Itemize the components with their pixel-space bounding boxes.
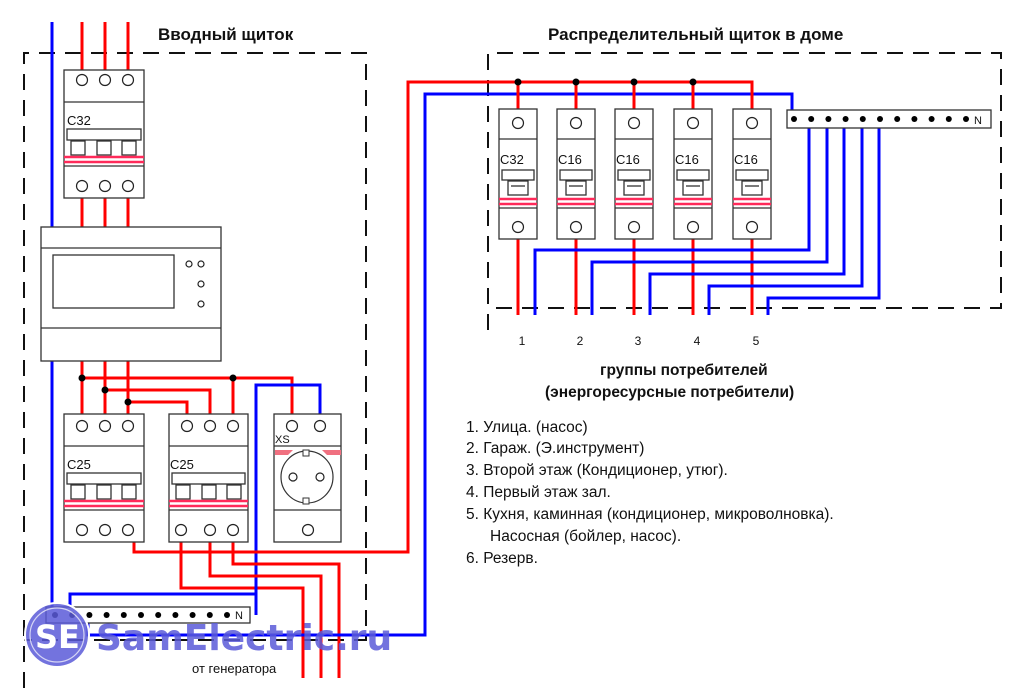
distribution-breaker-4[interactable]: C16	[673, 108, 713, 240]
distribution-breaker-rating: C16	[558, 152, 582, 167]
main-breaker-rating: C32	[67, 113, 91, 128]
bus-terminal	[791, 116, 797, 122]
bus-terminal	[86, 612, 93, 618]
consumer-item: 6. Резерв.	[466, 550, 538, 567]
watermark-logo-icon	[24, 602, 90, 668]
group-number: 2	[577, 334, 584, 348]
distribution-neutral-bus-label: N	[974, 115, 982, 127]
bus-terminal	[825, 116, 832, 122]
bus-terminal	[963, 116, 969, 122]
distribution-breaker-3[interactable]: C16	[614, 108, 654, 240]
distribution-junctions	[514, 78, 697, 86]
bus-terminal	[172, 612, 179, 618]
distribution-breaker-2[interactable]: C16	[556, 108, 596, 240]
group-number: 3	[635, 334, 642, 348]
group-number: 1	[519, 334, 526, 348]
consumers-heading-1: группы потребителей	[600, 362, 768, 379]
distribution-breaker-5[interactable]: C16	[732, 108, 772, 240]
bus-terminal	[189, 612, 196, 618]
bus-terminal	[928, 116, 935, 122]
group-number: 4	[694, 334, 701, 348]
bus-terminal	[945, 116, 952, 122]
distribution-breaker-rating: C16	[675, 152, 699, 167]
distribution-neutral-bus: N	[786, 109, 992, 129]
bus-terminal	[894, 116, 901, 122]
distribution-breaker-rating: C16	[616, 152, 640, 167]
energy-meter	[40, 226, 222, 362]
bus-terminal	[877, 116, 883, 122]
main-breaker-c32[interactable]: C32	[63, 69, 145, 199]
input-neutral-bus-label: N	[235, 610, 243, 622]
breaker-c25-2-rating: C25	[170, 457, 194, 472]
breaker-c25-1-rating: C25	[67, 457, 91, 472]
consumer-item: 2. Гараж. (Э.инструмент)	[466, 440, 644, 457]
bus-terminal	[808, 116, 815, 122]
bus-terminal	[911, 116, 918, 122]
bus-terminal	[138, 612, 144, 618]
consumer-item: 1. Улица. (насос)	[466, 419, 588, 436]
distribution-breaker-rating: C32	[500, 152, 524, 167]
input-panel-enclosure	[23, 52, 367, 688]
generator-wire-2	[208, 540, 323, 678]
generator-wire-1	[179, 540, 305, 678]
distribution-wiring	[516, 80, 881, 315]
din-socket-xs[interactable]: XS	[273, 413, 342, 543]
bus-terminal	[224, 612, 230, 618]
group-numbers: 1 2 3 4 5	[519, 334, 760, 348]
bus-terminal	[842, 116, 849, 122]
meter-display	[52, 254, 175, 309]
consumer-item: 5. Кухня, каминная (кондиционер, микрово…	[466, 506, 834, 523]
distribution-panel-enclosure	[487, 52, 1002, 330]
consumer-item: 4. Первый этаж зал.	[466, 484, 611, 501]
bus-terminal	[103, 612, 110, 618]
group-number: 5	[753, 334, 760, 348]
distribution-breaker-rating: C16	[734, 152, 758, 167]
input-junctions	[78, 374, 237, 406]
bus-terminal	[120, 612, 127, 618]
bus-terminal	[859, 116, 866, 122]
consumer-item: Насосная (бойлер, насос).	[490, 528, 681, 545]
bus-terminal	[155, 612, 162, 618]
input-panel-title: Вводный щиток	[158, 25, 294, 44]
watermark[interactable]: SE SamElectric.ru	[24, 602, 392, 668]
generator-label: от генератора	[192, 661, 277, 676]
consumers-heading-2: (энергоресурсные потребители)	[545, 384, 794, 401]
distribution-breakers: C32 C16 C16 C16 C16	[498, 108, 772, 240]
distribution-panel-title: Распределительный щиток в доме	[548, 25, 843, 44]
consumer-list: 1. Улица. (насос) 2. Гараж. (Э.инструмен…	[466, 419, 834, 567]
watermark-logo-text: SE	[35, 618, 80, 656]
breaker-c25-2[interactable]: C25	[168, 413, 249, 543]
breaker-c25-1[interactable]: C25	[63, 413, 145, 543]
socket-label: XS	[275, 434, 290, 446]
bus-terminal	[206, 612, 213, 618]
distribution-breaker-1[interactable]: C32	[498, 108, 538, 240]
feed-to-distribution-phase	[132, 80, 518, 554]
watermark-text: SamElectric.ru	[96, 618, 392, 659]
generator-wire-3	[231, 540, 341, 678]
consumer-item: 3. Второй этаж (Кондиционер, утюг).	[466, 462, 728, 479]
